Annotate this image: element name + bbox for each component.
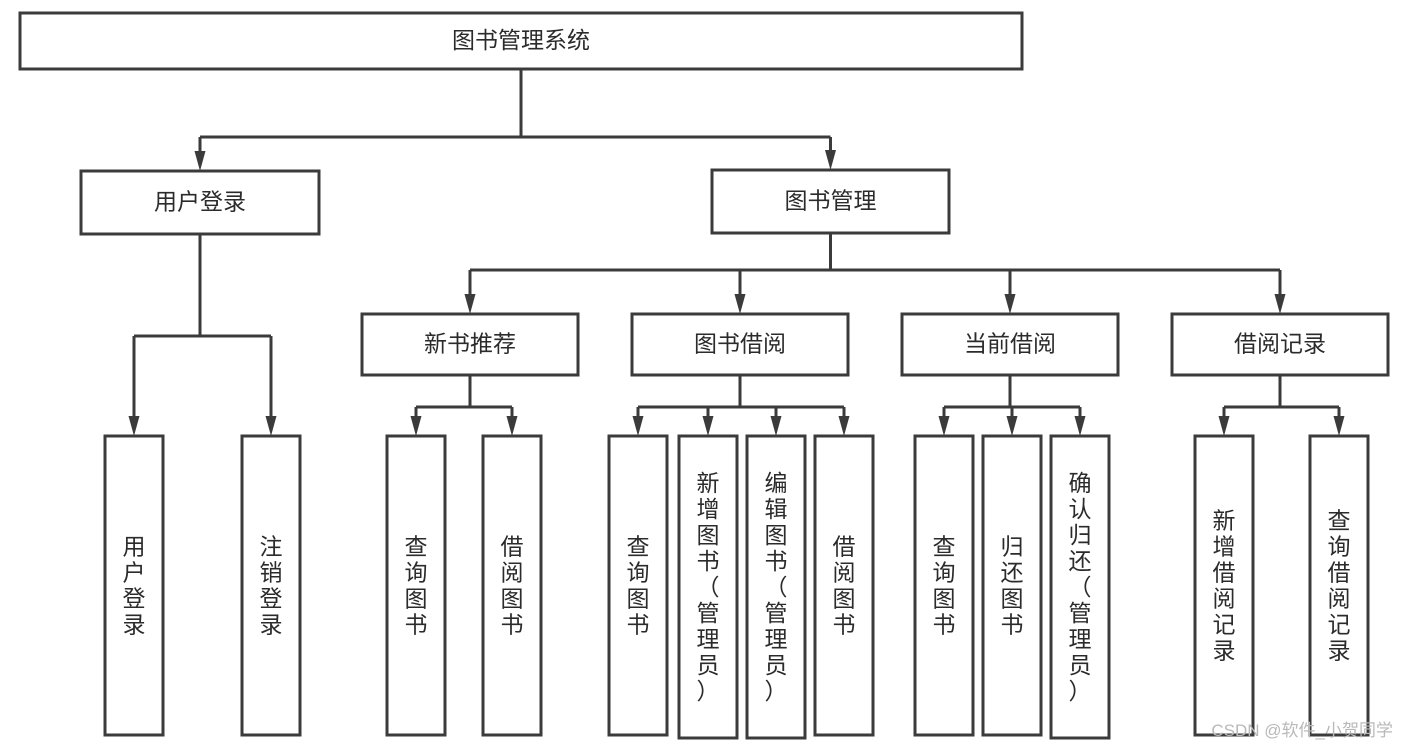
node-box-leaf-add-book-admin[interactable]: [677, 434, 739, 740]
node-box-book-borrow[interactable]: [630, 312, 850, 377]
node-leaf-query-book-recommend[interactable]: 查询图书: [385, 434, 447, 737]
node-leaf-user-login[interactable]: 用户登录: [103, 434, 165, 737]
node-leaf-query-book-borrow[interactable]: 查询图书: [607, 434, 669, 737]
node-label-leaf-borrow-book: 借阅图书: [833, 534, 856, 638]
arrow-head-icon: [410, 416, 422, 436]
node-leaf-query-book-current[interactable]: 查询图书: [913, 434, 975, 737]
arrow-head-icon: [194, 151, 206, 171]
arrow-head-icon: [632, 416, 644, 436]
node-box-leaf-confirm-return-admin[interactable]: [1049, 434, 1111, 740]
arrow-head-icon: [1333, 416, 1345, 436]
node-label-leaf-query-book-borrow: 查询图书: [627, 534, 650, 638]
node-box-leaf-logout-login[interactable]: [240, 434, 302, 737]
node-label-book-management: 图书管理: [785, 188, 877, 214]
connector-layer: [128, 69, 1345, 436]
connector-userlogin-to-leaves: [128, 234, 277, 436]
node-box-root[interactable]: [18, 11, 1024, 71]
arrow-head-icon: [1218, 416, 1230, 436]
node-box-user-login[interactable]: [79, 169, 321, 236]
node-leaf-logout-login[interactable]: 注销登录: [240, 434, 302, 737]
node-label-leaf-borrow-book-recommend: 借阅图书: [501, 534, 524, 638]
node-leaf-borrow-book[interactable]: 借阅图书: [813, 434, 875, 737]
connector-current-to-leaves: [938, 375, 1086, 436]
connector-borrow-to-leaves: [632, 375, 850, 436]
arrow-head-icon: [1006, 416, 1018, 436]
arrow-head-icon: [464, 294, 476, 314]
node-label-leaf-user-login: 用户登录: [123, 534, 146, 638]
node-box-leaf-user-login[interactable]: [103, 434, 165, 737]
arrow-head-icon: [506, 416, 518, 436]
node-leaf-borrow-book-recommend[interactable]: 借阅图书: [481, 434, 543, 737]
node-new-book-recommend[interactable]: 新书推荐: [360, 312, 580, 377]
node-book-borrow[interactable]: 图书借阅: [630, 312, 850, 377]
node-book-management[interactable]: 图书管理: [710, 168, 951, 235]
node-label-leaf-query-borrow-record: 查询借阅记录: [1328, 508, 1351, 664]
arrow-head-icon: [128, 416, 140, 436]
arrow-head-icon: [1074, 416, 1086, 436]
arrow-head-icon: [825, 150, 836, 170]
node-label-leaf-return-book: 归还图书: [1001, 534, 1024, 638]
node-label-leaf-logout-login: 注销登录: [260, 534, 283, 638]
connector-records-to-leaves: [1218, 375, 1345, 436]
watermark-label: CSDN @软件_小贺同学: [1211, 721, 1393, 740]
arrow-head-icon: [1274, 294, 1286, 314]
arrow-head-icon: [734, 294, 746, 314]
node-box-leaf-borrow-book[interactable]: [813, 434, 875, 737]
node-leaf-return-book[interactable]: 归还图书: [981, 434, 1043, 737]
node-box-leaf-borrow-book-recommend[interactable]: [481, 434, 543, 737]
node-label-leaf-add-borrow-record: 新增借阅记录: [1213, 508, 1236, 664]
arrow-head-icon: [838, 416, 850, 436]
arrow-head-icon: [938, 416, 950, 436]
node-box-leaf-add-borrow-record[interactable]: [1193, 434, 1255, 737]
node-leaf-edit-book-admin[interactable]: 编辑图书（管理员）: [745, 434, 807, 740]
node-box-leaf-query-borrow-record[interactable]: [1308, 434, 1370, 737]
node-leaf-add-book-admin[interactable]: 新增图书（管理员）: [677, 434, 739, 740]
node-label-borrow-records: 借阅记录: [1234, 331, 1326, 357]
arrow-head-icon: [702, 416, 714, 436]
connector-recommend-to-leaves: [410, 375, 518, 436]
node-leaf-add-borrow-record[interactable]: 新增借阅记录: [1193, 434, 1255, 737]
node-leaf-query-borrow-record[interactable]: 查询借阅记录: [1308, 434, 1370, 737]
node-label-leaf-edit-book-admin: 编辑图书（管理员）: [765, 470, 788, 704]
node-box-leaf-edit-book-admin[interactable]: [745, 434, 807, 740]
node-box-leaf-query-book-borrow[interactable]: [607, 434, 669, 737]
node-box-current-borrow[interactable]: [900, 312, 1120, 377]
connector-root-to-level1: [194, 69, 836, 171]
node-layer: 图书管理系统用户登录图书管理新书推荐图书借阅当前借阅借阅记录用户登录注销登录查询…: [18, 11, 1390, 740]
node-label-new-book-recommend: 新书推荐: [424, 331, 516, 357]
connector-bookmgmt-to-level2: [464, 233, 1286, 314]
arrow-head-icon: [265, 416, 277, 436]
node-box-leaf-return-book[interactable]: [981, 434, 1043, 737]
arrow-head-icon: [770, 416, 782, 436]
node-root[interactable]: 图书管理系统: [18, 11, 1024, 71]
node-box-book-management[interactable]: [710, 168, 951, 235]
arrow-head-icon: [1004, 294, 1016, 314]
node-box-leaf-query-book-recommend[interactable]: [385, 434, 447, 737]
node-current-borrow[interactable]: 当前借阅: [900, 312, 1120, 377]
node-label-leaf-confirm-return-admin: 确认归还（管理员）: [1069, 470, 1092, 704]
node-label-user-login: 用户登录: [154, 189, 246, 215]
node-label-leaf-query-book-current: 查询图书: [933, 534, 956, 638]
node-label-book-borrow: 图书借阅: [694, 331, 786, 357]
node-label-leaf-add-book-admin: 新增图书（管理员）: [697, 470, 720, 704]
node-box-borrow-records[interactable]: [1170, 312, 1390, 377]
node-label-root: 图书管理系统: [452, 27, 590, 53]
node-user-login[interactable]: 用户登录: [79, 169, 321, 236]
node-box-leaf-query-book-current[interactable]: [913, 434, 975, 737]
node-label-current-borrow: 当前借阅: [964, 331, 1056, 357]
node-leaf-confirm-return-admin[interactable]: 确认归还（管理员）: [1049, 434, 1111, 740]
node-borrow-records[interactable]: 借阅记录: [1170, 312, 1390, 377]
node-box-new-book-recommend[interactable]: [360, 312, 580, 377]
node-label-leaf-query-book-recommend: 查询图书: [405, 534, 428, 638]
